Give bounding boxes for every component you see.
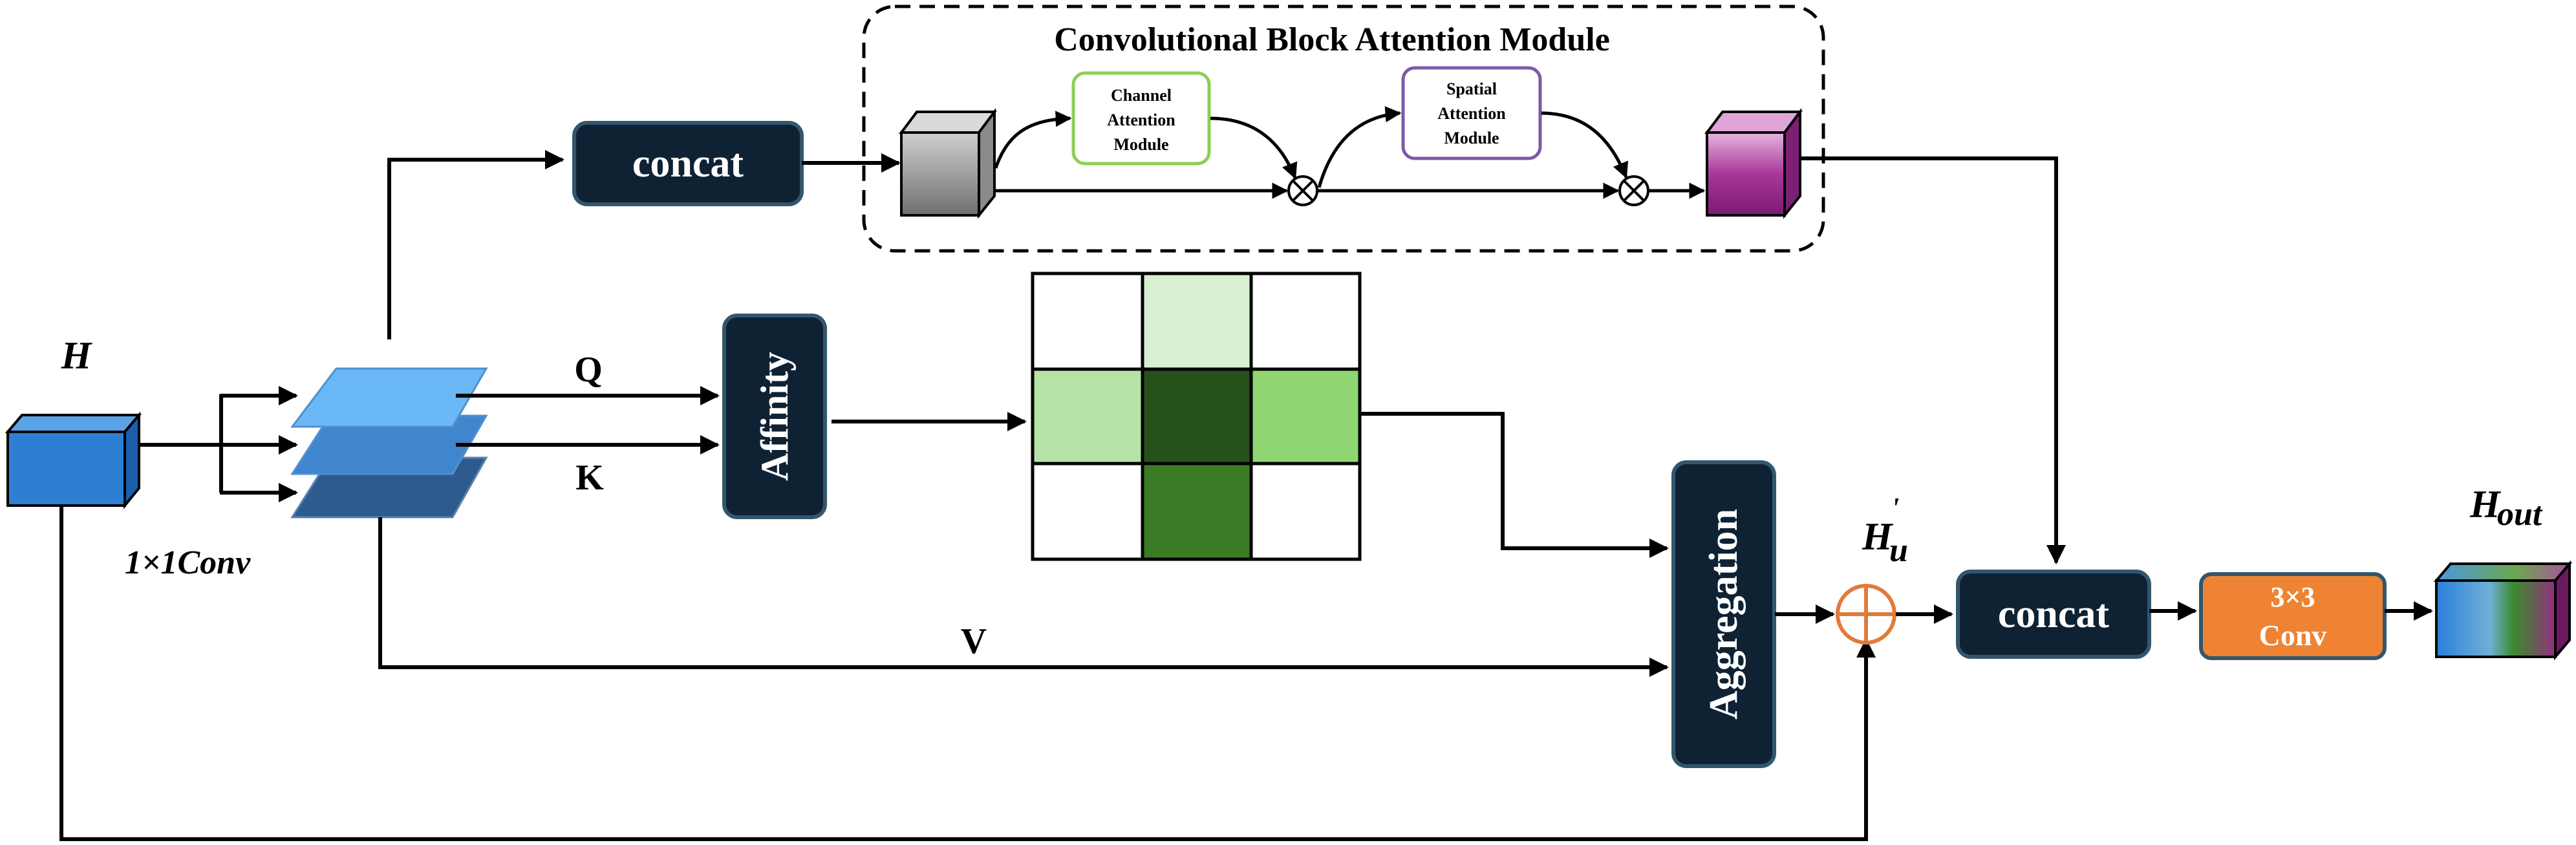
affinity-grid xyxy=(1031,272,1362,561)
arrow-planes-to-concat xyxy=(387,150,564,339)
channel-attention-line2: Attention xyxy=(1107,111,1175,129)
affinity-label: Affinity xyxy=(753,352,796,481)
arrow-grid-to-aggregation xyxy=(1360,412,1669,558)
add-op xyxy=(1836,584,1896,645)
multiply-op-2 xyxy=(1618,175,1649,206)
k-label: K xyxy=(575,458,604,498)
affinity-block xyxy=(722,314,827,519)
conv1x1-label: 1×1Conv xyxy=(125,544,251,581)
h-out-sub: out xyxy=(2497,496,2543,533)
concat-bottom-block xyxy=(1956,570,2151,659)
h-u-prime: ' xyxy=(1891,492,1899,524)
plane-q xyxy=(290,367,488,428)
cbam-input-cube xyxy=(899,108,997,219)
arrow-input-residual xyxy=(59,506,1876,841)
channel-attention-line3: Module xyxy=(1113,135,1168,154)
channel-attention-line1: Channel xyxy=(1111,86,1172,105)
spatial-attention-line3: Module xyxy=(1444,129,1499,147)
arrow-mul1-to-spatial xyxy=(1317,106,1402,188)
h-out-label: H out xyxy=(2469,483,2543,533)
conv3x3-line2: Conv xyxy=(2259,619,2327,652)
h-u-sub: u xyxy=(1889,532,1908,569)
cbam-frame xyxy=(862,5,1825,253)
concat-top-label: concat xyxy=(632,142,744,186)
q-label: Q xyxy=(574,350,603,390)
aggregation-label: Aggregation xyxy=(1702,509,1746,720)
spatial-attention-line1: Spatial xyxy=(1446,80,1497,98)
concat-bottom-label: concat xyxy=(1998,592,2110,636)
conv3x3-block xyxy=(2199,572,2387,660)
h-u-label: H u ' xyxy=(1862,492,1911,569)
output-cube xyxy=(2433,560,2573,661)
spatial-attention-line2: Attention xyxy=(1437,104,1506,123)
input-cube xyxy=(5,411,142,509)
multiply-op-1 xyxy=(1287,175,1318,206)
conv3x3-line1: 3×3 xyxy=(2270,581,2315,613)
cbam-title: Convolutional Block Attention Module xyxy=(1054,21,1610,58)
h-out-main: H xyxy=(2469,483,2502,526)
arrow-channel-to-mul1 xyxy=(1210,116,1298,180)
arrow-v-to-aggregation xyxy=(378,517,1669,677)
h-u-main: H xyxy=(1862,515,1894,558)
channel-attention-box xyxy=(1071,71,1211,166)
arrow-cube-to-channel xyxy=(994,111,1072,169)
input-label: H xyxy=(61,334,93,377)
v-label: V xyxy=(961,621,987,661)
arrow-spatial-to-mul2 xyxy=(1541,111,1629,179)
arrow-cbam-to-concat xyxy=(1801,156,2066,564)
aggregation-block xyxy=(1671,460,1776,768)
cbam-output-cube xyxy=(1704,108,1803,219)
feature-planes xyxy=(290,367,488,519)
spatial-attention-box xyxy=(1401,66,1542,160)
